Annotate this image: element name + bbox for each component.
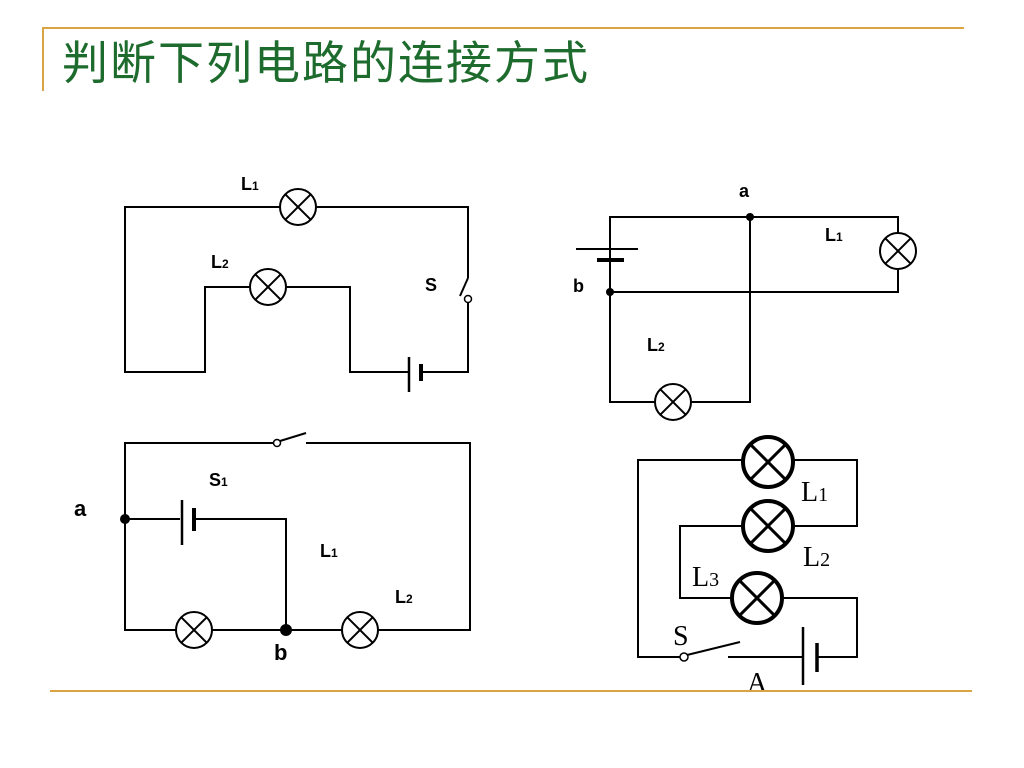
label-l3: L3	[692, 562, 719, 593]
circuit-1-wires	[124, 206, 469, 373]
lamp-l1-symbol	[879, 232, 917, 270]
junction-b	[606, 288, 614, 296]
footer-rule	[50, 690, 972, 692]
switch-s-symbol	[459, 277, 473, 304]
lamp-l2-symbol	[741, 499, 795, 553]
switch-s-symbol	[679, 641, 741, 662]
battery-symbol	[407, 357, 423, 392]
circuit-3: a b S1 L1 L2	[74, 432, 471, 665]
label-switch-s: S	[673, 621, 689, 652]
circuit-3-wires	[124, 442, 471, 631]
lamp-l3-symbol	[730, 571, 784, 625]
label-l2: L2	[647, 335, 665, 355]
circuit-2: a b L1 L2	[573, 181, 917, 421]
circuit-4-wires	[637, 459, 858, 658]
label-node-a: a	[74, 496, 87, 521]
lamp-l2-symbol	[249, 268, 287, 306]
circuit-1: L1 L2 S	[124, 174, 473, 392]
lamp-l1-symbol	[175, 611, 213, 649]
label-l2: L2	[211, 252, 229, 272]
label-node-b: b	[274, 640, 287, 665]
circuit-4: L1 L2 L3 S A	[637, 435, 858, 699]
label-ammeter-a: A	[747, 668, 768, 699]
junction-a	[120, 514, 130, 524]
circuit-2-wires	[609, 216, 899, 403]
label-l1: L1	[241, 174, 259, 194]
label-s1: S1	[209, 470, 228, 490]
title-top-rule	[42, 27, 964, 29]
label-l2: L2	[395, 587, 413, 607]
label-l2: L2	[803, 542, 830, 573]
lamp-l1-symbol	[741, 435, 795, 489]
label-switch-s: S	[425, 275, 437, 295]
label-l1: L1	[801, 477, 828, 508]
lamp-l2-symbol	[341, 611, 379, 649]
switch-s1-symbol	[272, 432, 307, 448]
junction-b	[280, 624, 292, 636]
label-l1: L1	[320, 541, 338, 561]
lamp-l1-symbol	[279, 188, 317, 226]
label-l1: L1	[825, 225, 843, 245]
lamp-l2-symbol	[654, 383, 692, 421]
battery-symbol	[180, 500, 196, 545]
slide-title: 判断下列电路的连接方式	[62, 36, 590, 90]
title-left-rule	[42, 27, 44, 91]
label-node-a: a	[739, 181, 750, 201]
label-node-b: b	[573, 276, 584, 296]
junction-a	[746, 213, 754, 221]
battery-symbol	[576, 248, 638, 262]
battery-symbol	[801, 627, 819, 685]
